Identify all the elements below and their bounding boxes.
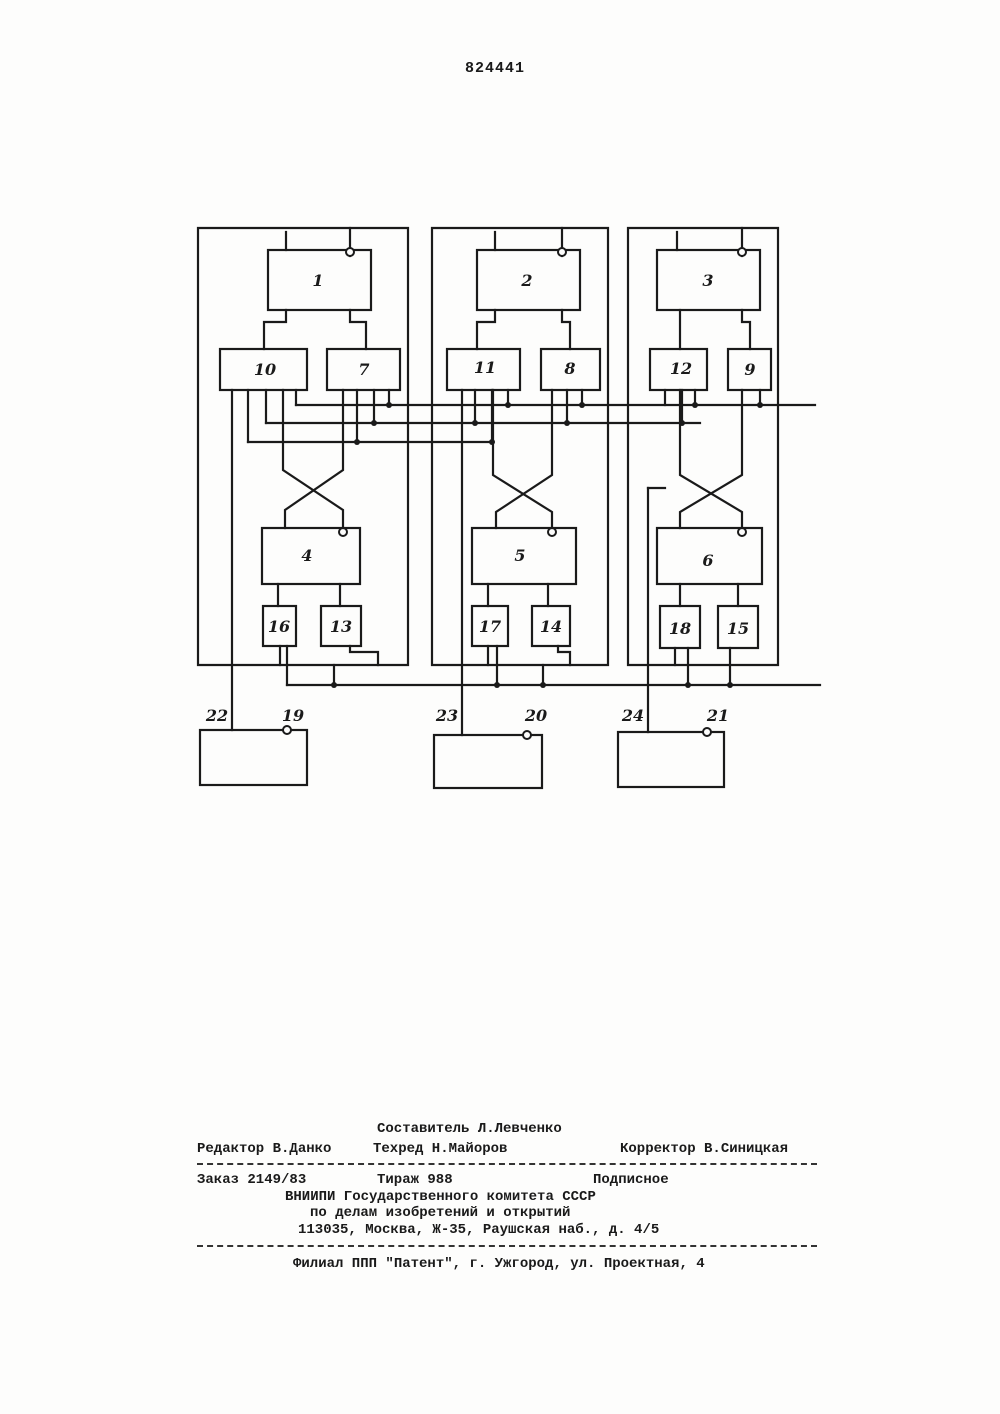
wire: [562, 310, 570, 349]
label-block-3: 3: [702, 271, 713, 290]
org-line-1: ВНИИПИ Государственного комитета СССР: [285, 1189, 596, 1205]
label-line-22: 22: [205, 706, 228, 725]
junction-dot: [579, 402, 585, 408]
label-block-18: 18: [669, 619, 691, 638]
junction-dot: [757, 402, 763, 408]
label-block-13: 13: [330, 617, 352, 636]
junction-dot: [354, 439, 360, 445]
label-block-12: 12: [670, 359, 692, 378]
junction-dot: [692, 402, 698, 408]
divider: [197, 1163, 817, 1165]
techred-line: Техред Н.Майоров: [373, 1141, 507, 1157]
junction-dot: [685, 682, 691, 688]
inverted-input: [339, 528, 347, 536]
wire: [477, 310, 495, 349]
label-line-23: 23: [435, 706, 458, 725]
label-block-14: 14: [540, 617, 562, 636]
output-terminal-20: [523, 731, 531, 739]
output-terminal-19: [283, 726, 291, 734]
bus-lines: [248, 405, 820, 685]
output-block-21: [618, 732, 724, 787]
junction-dot: [386, 402, 392, 408]
junction-dot: [494, 682, 500, 688]
wire: [264, 310, 286, 349]
output-block-19: [200, 730, 307, 785]
wire: [432, 228, 608, 665]
branch-line: Филиал ППП "Патент", г. Ужгород, ул. Про…: [293, 1256, 705, 1272]
label-terminal-19: 19: [282, 706, 304, 725]
wire: [283, 390, 343, 528]
label-block-10: 10: [254, 360, 276, 379]
wire: [628, 228, 778, 665]
inverted-input: [738, 248, 746, 256]
circulation-line: Тираж 988: [377, 1172, 453, 1188]
label-line-24: 24: [621, 706, 644, 725]
diagram-column-3: [618, 228, 778, 787]
label-block-1: 1: [312, 271, 323, 290]
label-block-7: 7: [358, 360, 369, 379]
diagram-column-2: [432, 228, 608, 788]
label-block-4: 4: [301, 546, 312, 565]
wire: [350, 310, 366, 349]
output-block-20: [434, 735, 542, 788]
wire: [198, 228, 408, 665]
label-terminal-20: 20: [524, 706, 547, 725]
divider: [197, 1245, 817, 1247]
junction-dot: [679, 420, 685, 426]
junction-dot: [489, 439, 495, 445]
subscription-line: Подписное: [593, 1172, 669, 1188]
org-line-2: по делам изобретений и открытий: [310, 1205, 570, 1221]
label-block-15: 15: [727, 619, 749, 638]
label-terminal-21: 21: [706, 706, 729, 725]
wire: [285, 390, 343, 528]
order-line: Заказ 2149/83: [197, 1172, 306, 1188]
label-block-16: 16: [268, 617, 290, 636]
inverted-input: [346, 248, 354, 256]
junction-dot: [371, 420, 377, 426]
diagram-column-1: [198, 228, 408, 785]
label-block-8: 8: [563, 359, 575, 378]
editor-line: Редактор В.Данко: [197, 1141, 331, 1157]
corrector-line: Корректор В.Синицкая: [620, 1141, 788, 1157]
org-address-line: 113035, Москва, Ж-35, Раушская наб., д. …: [298, 1222, 659, 1238]
composer-line: Составитель Л.Левченко: [377, 1121, 562, 1137]
label-block-2: 2: [520, 271, 532, 290]
inverted-input: [558, 248, 566, 256]
wire: [558, 646, 570, 665]
output-terminal-21: [703, 728, 711, 736]
label-block-6: 6: [702, 551, 713, 570]
label-block-17: 17: [479, 617, 501, 636]
label-block-11: 11: [474, 358, 496, 377]
label-block-9: 9: [744, 360, 755, 379]
junction-dot: [505, 402, 511, 408]
wire: [350, 646, 378, 665]
inverted-input: [738, 528, 746, 536]
junction-dot: [727, 682, 733, 688]
junction-dot: [564, 420, 570, 426]
label-block-5: 5: [514, 546, 525, 565]
inverted-input: [548, 528, 556, 536]
junction-dot: [472, 420, 478, 426]
wire: [742, 310, 750, 349]
